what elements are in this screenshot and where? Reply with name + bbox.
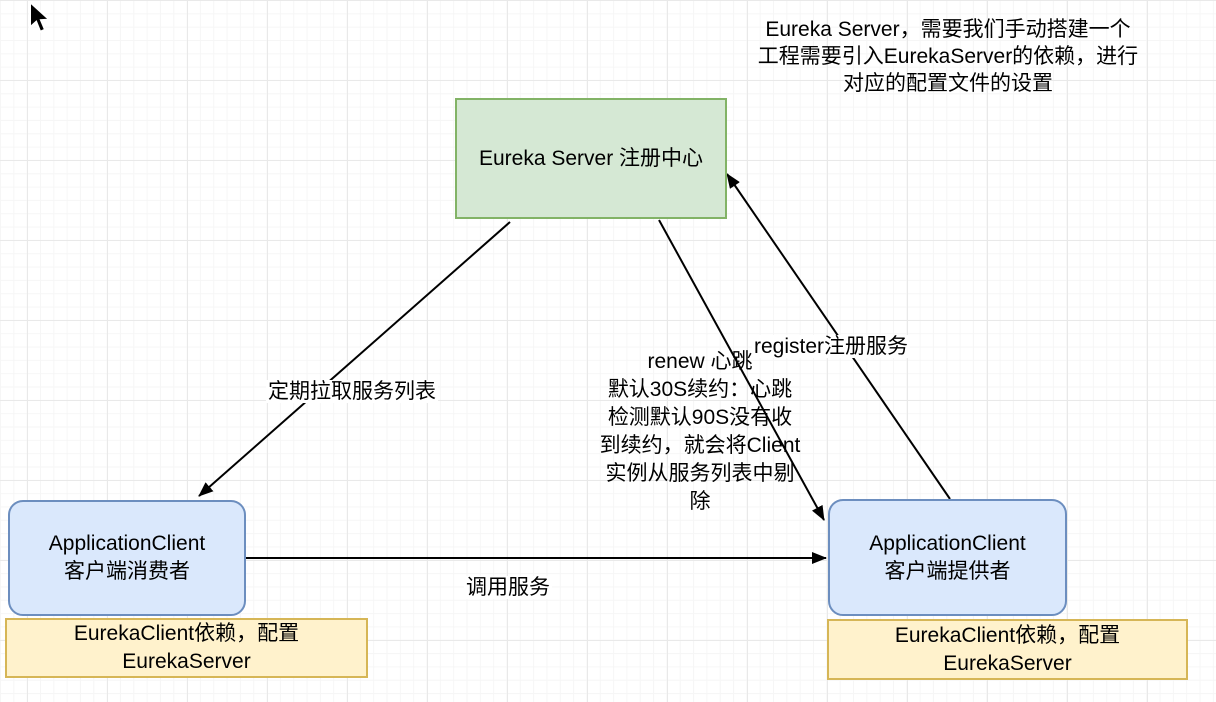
node-application-client-provider[interactable]: ApplicationClient 客户端提供者 [828,499,1067,616]
node-eureka-server[interactable]: Eureka Server 注册中心 [455,98,727,219]
mouse-pointer-icon [29,1,51,34]
note-provider-dependency[interactable]: EurekaClient依赖，配置 EurekaServer [827,619,1188,680]
edge-label-fetch-text: 定期拉取服务列表 [266,380,438,403]
node-application-client-consumer[interactable]: ApplicationClient 客户端消费者 [8,500,246,616]
edge-label-register[interactable]: register注册服务 [735,306,927,360]
annotation-eureka-server-setup[interactable]: Eureka Server，需要我们手动搭建一个 工程需要引入EurekaSer… [757,18,1139,95]
edge-label-register-text: register注册服务 [751,335,911,358]
edge-label-invoke-service[interactable]: 调用服务 [453,547,563,601]
edge-label-invoke-text: 调用服务 [464,576,552,599]
edge-label-fetch-service-list[interactable]: 定期拉取服务列表 [252,351,452,405]
edge-label-renew-heartbeat[interactable]: renew 心跳 默认30S续约：心跳 检测默认90S没有收 到续约，就会将Cl… [599,350,801,513]
edge-renew-heartbeat[interactable] [658,219,825,521]
note-consumer-dependency[interactable]: EurekaClient依赖，配置 EurekaServer [5,618,368,678]
edge-fetch-service-list[interactable] [198,221,511,497]
